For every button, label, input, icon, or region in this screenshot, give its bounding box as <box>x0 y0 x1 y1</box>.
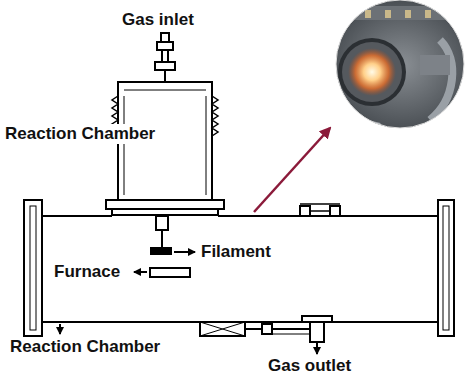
part-label: Reaction Chamber <box>8 337 162 357</box>
chamber-outline <box>24 33 454 354</box>
photo-inset <box>330 0 474 130</box>
part-label: Gas outlet <box>266 356 353 376</box>
leader-arrows <box>60 128 330 334</box>
part-label: Reaction Chamber <box>3 124 157 144</box>
part-label: Furnace <box>52 262 122 282</box>
part-label: Gas inlet <box>120 10 196 30</box>
part-label: Filament <box>199 242 273 262</box>
inset-border <box>336 0 464 128</box>
